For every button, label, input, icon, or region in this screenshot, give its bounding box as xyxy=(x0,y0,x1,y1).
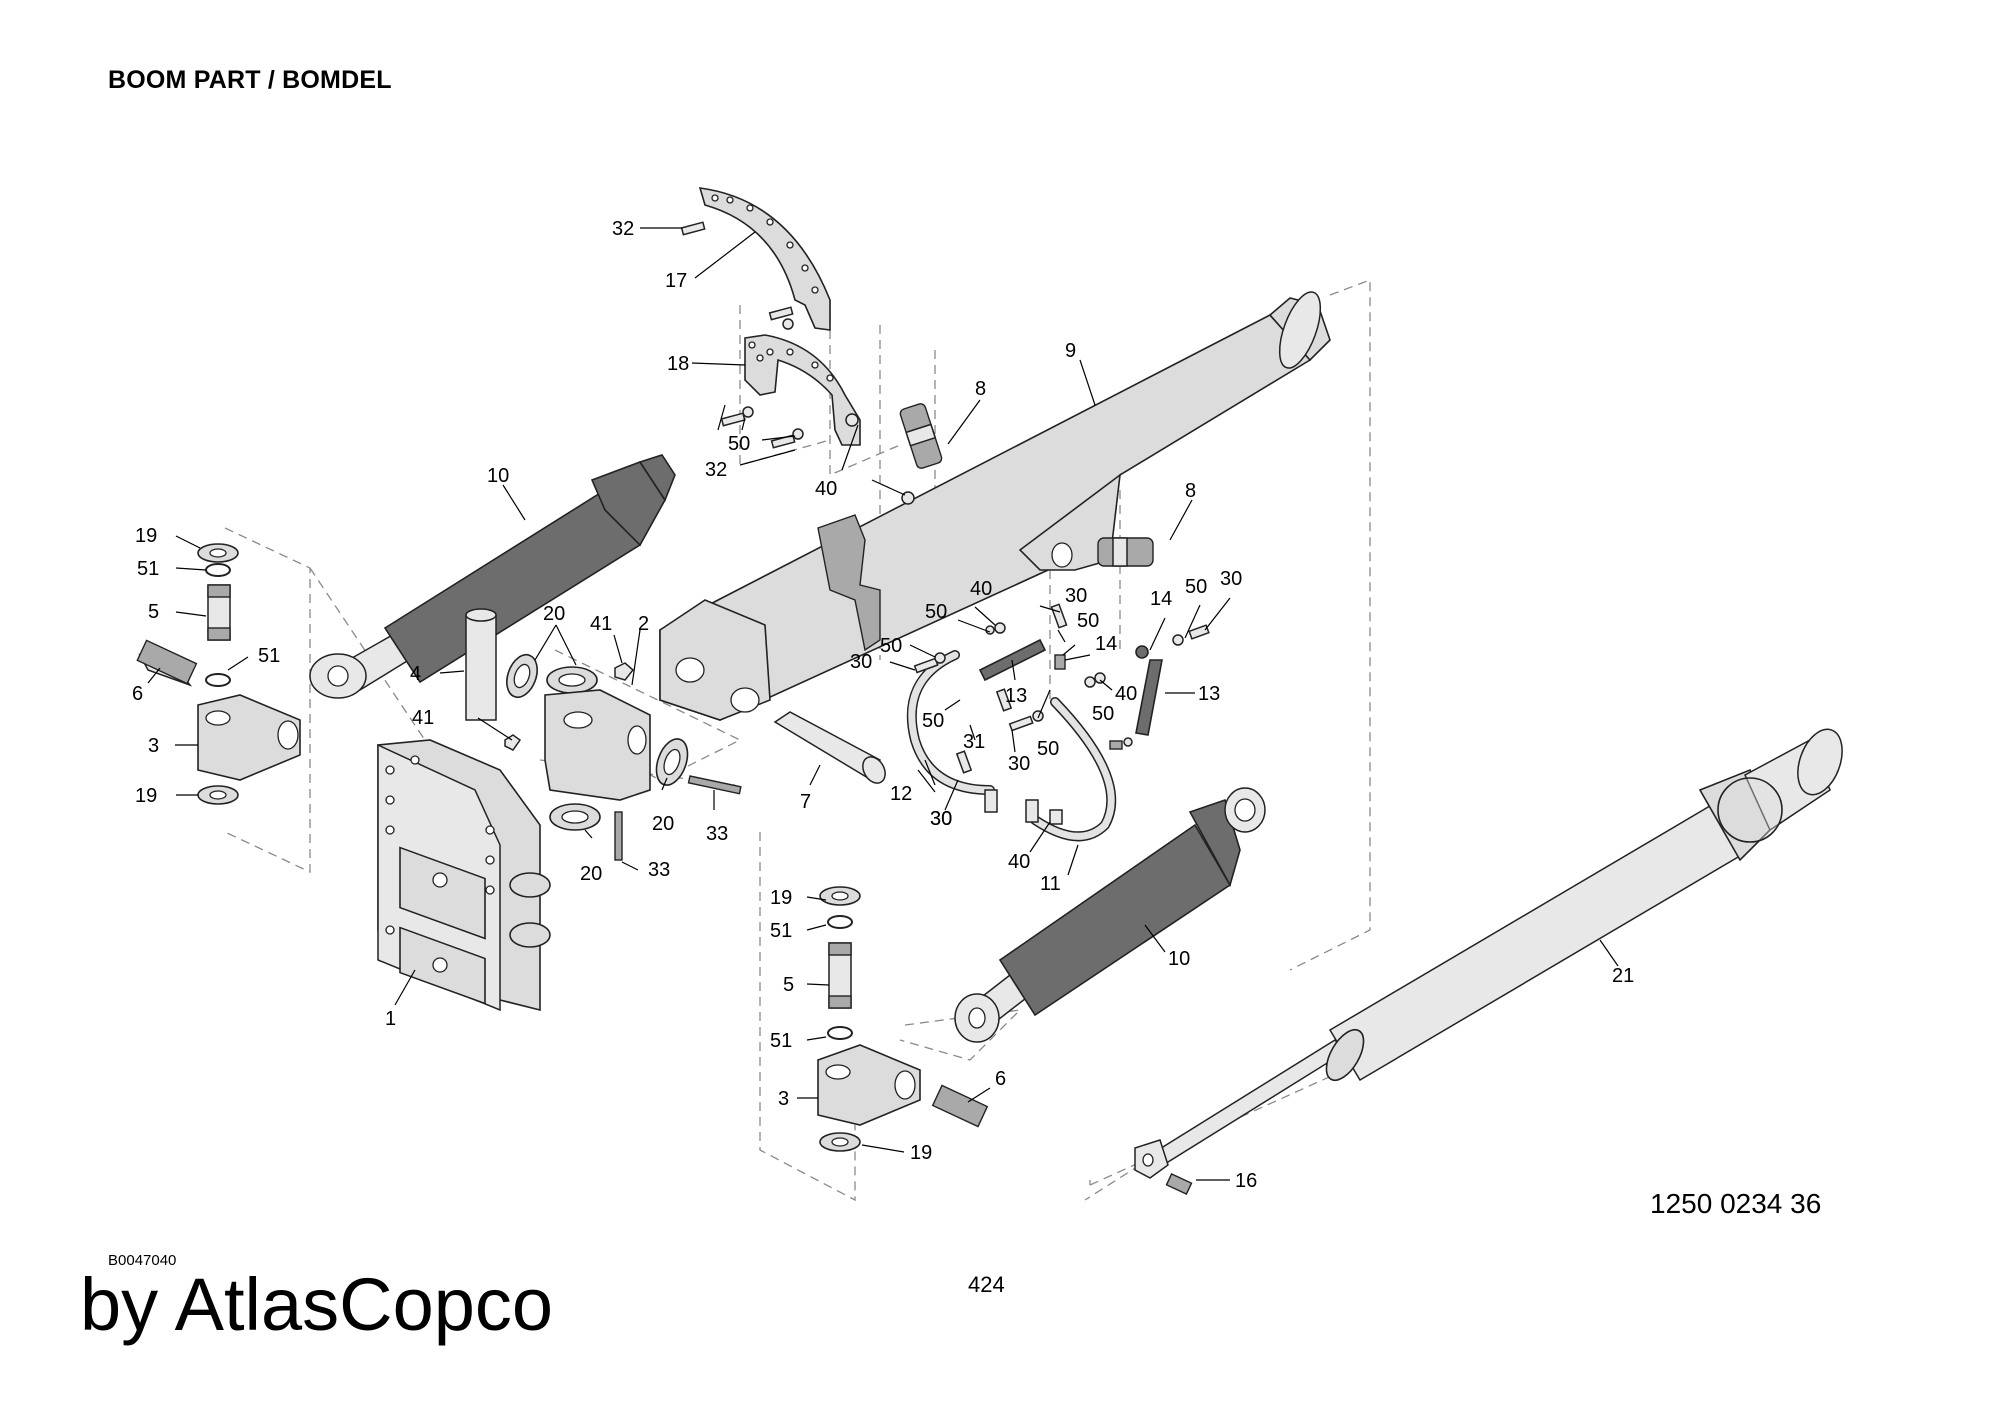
callout-19: 19 xyxy=(135,525,157,547)
callout-19: 19 xyxy=(910,1142,932,1164)
callout-40: 40 xyxy=(815,478,837,500)
callout-16: 16 xyxy=(1235,1170,1257,1192)
part-18-bracket-plate xyxy=(744,334,861,446)
callout-40: 40 xyxy=(1115,683,1137,705)
callout-30: 30 xyxy=(1065,585,1087,607)
callout-41: 41 xyxy=(590,613,612,635)
callout-19: 19 xyxy=(135,785,157,807)
callout-20: 20 xyxy=(652,813,674,835)
small-hardware xyxy=(680,221,1210,825)
part-2-bracket-group xyxy=(504,653,742,861)
callout-50: 50 xyxy=(1092,703,1114,725)
callout-17: 17 xyxy=(665,270,687,292)
part-8-pin-upper xyxy=(899,403,943,469)
callout-30: 30 xyxy=(850,651,872,673)
callout-41: 41 xyxy=(412,707,434,729)
part-9-boom xyxy=(659,291,1331,721)
callout-10: 10 xyxy=(1168,948,1190,970)
callout-7: 7 xyxy=(800,791,811,813)
page-number: 424 xyxy=(968,1272,1005,1297)
callout-9: 9 xyxy=(1065,340,1076,362)
brand-watermark: by AtlasCopco xyxy=(80,1263,554,1346)
part-4-pin xyxy=(465,608,497,721)
lower-clevis-group xyxy=(817,886,989,1152)
callout-50: 50 xyxy=(1037,738,1059,760)
callout-10: 10 xyxy=(487,465,509,487)
callout-1: 1 xyxy=(385,1008,396,1030)
callout-21: 21 xyxy=(1612,965,1634,987)
callout-20: 20 xyxy=(543,603,565,625)
callout-labels: 32 17 18 50 32 40 8 9 8 10 19 51 5 51 6 … xyxy=(132,218,1634,1192)
callout-5: 5 xyxy=(783,974,794,996)
callout-30: 30 xyxy=(930,808,952,830)
callout-51: 51 xyxy=(258,645,280,667)
callout-14: 14 xyxy=(1095,633,1117,655)
callout-19: 19 xyxy=(770,887,792,909)
part-21-telescopic-cylinder xyxy=(1134,728,1843,1196)
callout-51: 51 xyxy=(770,920,792,942)
callout-11: 11 xyxy=(1040,873,1061,895)
leader-lines xyxy=(147,227,1619,1181)
callout-13: 13 xyxy=(1005,685,1027,707)
callout-18: 18 xyxy=(667,353,689,375)
callout-50: 50 xyxy=(1185,576,1207,598)
callout-12: 12 xyxy=(890,783,912,805)
part-1-mounting-plate xyxy=(377,739,551,1012)
callout-3: 3 xyxy=(148,735,159,757)
callout-33: 33 xyxy=(706,823,728,845)
callout-30: 30 xyxy=(930,808,952,830)
part-8-pin-lower xyxy=(1097,537,1154,567)
callout-8: 8 xyxy=(1185,480,1196,502)
callout-50: 50 xyxy=(922,710,944,732)
callout-2: 2 xyxy=(638,613,649,635)
callout-33: 33 xyxy=(648,859,670,881)
callout-51: 51 xyxy=(770,1030,792,1052)
callout-40: 40 xyxy=(970,578,992,600)
callout-8: 8 xyxy=(975,378,986,400)
callout-50: 50 xyxy=(1077,610,1099,632)
callout-4: 4 xyxy=(410,663,421,685)
callout-6: 6 xyxy=(995,1068,1006,1090)
callout-13: 13 xyxy=(1198,683,1220,705)
part-17-curved-plate xyxy=(698,187,831,331)
callout-40: 40 xyxy=(1008,851,1030,873)
page-title: BOOM PART / BOMDEL xyxy=(108,66,392,94)
callout-6: 6 xyxy=(132,683,143,705)
left-clevis-group xyxy=(136,543,301,805)
callout-3: 3 xyxy=(778,1088,789,1110)
part-7-pin xyxy=(773,711,886,784)
part-10-cylinder-lower xyxy=(954,787,1266,1043)
callout-50: 50 xyxy=(925,601,947,623)
callout-30: 30 xyxy=(1008,753,1030,775)
callout-14: 14 xyxy=(1150,588,1172,610)
callout-32: 32 xyxy=(612,218,634,240)
callout-5: 5 xyxy=(148,601,159,623)
callout-31: 31 xyxy=(963,731,985,753)
pipes-and-links xyxy=(906,638,1163,842)
callout-50: 50 xyxy=(728,433,750,455)
callout-20: 20 xyxy=(580,863,602,885)
callout-30: 30 xyxy=(1220,568,1242,590)
callout-50: 50 xyxy=(880,635,902,657)
document-code: B0047040 xyxy=(108,1252,177,1269)
part-10-cylinder-upper xyxy=(309,454,676,699)
callout-32: 32 xyxy=(705,459,727,481)
callout-51: 51 xyxy=(137,558,159,580)
part-number: 1250 0234 36 xyxy=(1650,1188,1822,1219)
